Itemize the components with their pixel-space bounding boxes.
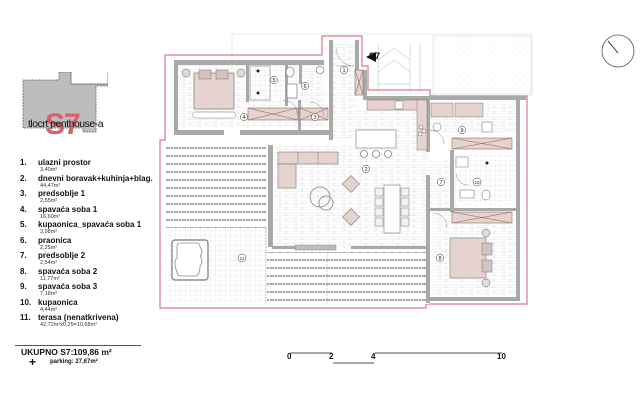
key-plan-shape	[22, 72, 108, 133]
scale-tick-2: 2	[329, 352, 334, 361]
doors	[282, 47, 469, 228]
room-tag-2: 2	[362, 165, 370, 173]
room-tag-11: 11	[237, 253, 247, 263]
bathroom-10-fixtures	[455, 156, 491, 201]
bathroom-fixtures	[249, 65, 325, 101]
entrance-arrow-icon	[366, 52, 376, 62]
scale-bar	[290, 352, 502, 364]
unit-label: S7	[45, 108, 81, 141]
room-tag-10: 10	[472, 177, 482, 187]
scale-tick-4: 4	[371, 352, 376, 361]
room-tag-5: 5	[270, 76, 278, 84]
svg-text:5: 5	[272, 78, 275, 84]
svg-text:10: 10	[474, 180, 480, 185]
bedroom-2-furniture	[449, 228, 493, 288]
key-plan: S7	[18, 72, 108, 141]
svg-text:9: 9	[460, 128, 463, 134]
room-tag-3: 3	[311, 113, 319, 121]
living-room-furniture	[277, 151, 410, 251]
neighbor-area	[231, 33, 533, 97]
parking-area: parking: 27,67m²	[50, 359, 98, 365]
kitchen-island	[355, 129, 397, 149]
walls	[174, 40, 526, 303]
svg-text:6: 6	[303, 84, 306, 90]
entrance-marker-label: S7	[369, 51, 381, 61]
bedroom-1-furniture	[181, 68, 246, 119]
svg-text:11: 11	[240, 256, 245, 261]
plus-icon: +	[29, 355, 37, 369]
svg-text:7: 7	[439, 180, 442, 186]
room-tag-7: 7	[437, 178, 445, 186]
scale-tick-0: 0	[287, 352, 292, 361]
room-tag-9: 9	[458, 126, 466, 134]
room-tag-8: 8	[436, 254, 444, 262]
svg-text:8: 8	[438, 256, 441, 262]
bedroom-3-furniture	[430, 102, 493, 133]
terrace	[166, 146, 429, 304]
svg-text:3: 3	[313, 115, 316, 121]
wardrobes	[247, 69, 513, 224]
svg-text:2: 2	[364, 167, 367, 173]
room-tags: 1 2 3 4 5 6 7 8 9 10 11	[237, 66, 482, 263]
room-tag-1: 1	[340, 66, 348, 74]
north-arrow-icon	[601, 34, 635, 68]
total-label: UKUPNO S7:	[21, 347, 74, 357]
key-plan-caption: tlocrt penthouse-a	[28, 118, 104, 130]
legend-item: 2.dnevni boravak+kuhinja+blag.44,47m²	[20, 173, 153, 189]
legend-item: 11.terasa (nenatkrivena)42,72m²x0,25=10,…	[20, 313, 119, 328]
kitchen	[355, 99, 428, 158]
room-tag-4: 4	[240, 113, 248, 121]
svg-text:1: 1	[342, 68, 345, 74]
scale-tick-10: 10	[497, 352, 506, 361]
total-value: 109,86 m²	[73, 347, 112, 357]
svg-text:4: 4	[242, 115, 245, 121]
legend-divider	[15, 345, 141, 346]
room-tag-6: 6	[301, 82, 309, 90]
dining-table	[383, 184, 401, 234]
